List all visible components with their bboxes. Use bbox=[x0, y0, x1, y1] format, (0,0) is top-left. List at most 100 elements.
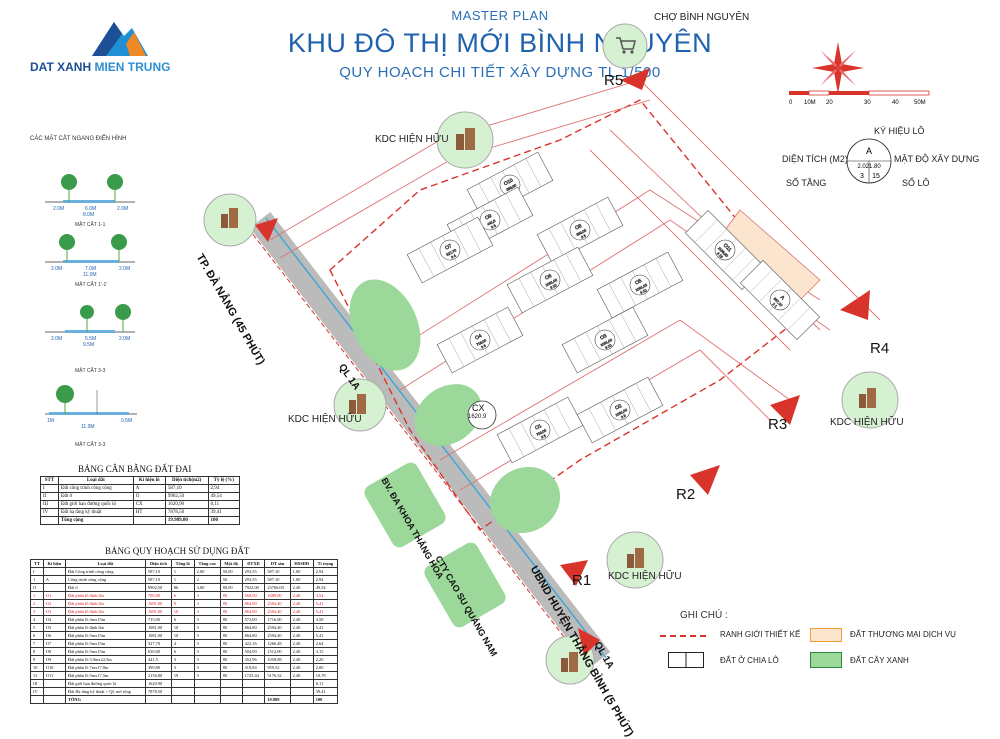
table-cell: 441,5 bbox=[144, 655, 172, 664]
lot-area: 1081,00 bbox=[635, 283, 648, 292]
lot-floors: 3 10 bbox=[550, 283, 558, 290]
svg-text:2.0M: 2.0M bbox=[51, 336, 62, 342]
svg-text:MẶT CẮT 1-1: MẶT CẮT 1-1 bbox=[75, 220, 106, 228]
lot-area: 1081,00 bbox=[600, 338, 613, 347]
table-cell: 19.989 bbox=[264, 695, 291, 704]
svg-text:15: 15 bbox=[872, 173, 880, 180]
table-cell: 587,10 bbox=[144, 575, 172, 584]
table-header: TT bbox=[30, 559, 44, 568]
table-cell: A bbox=[42, 575, 66, 584]
cart-icon bbox=[616, 37, 636, 54]
road-r5-label: R5 bbox=[604, 72, 624, 89]
table-header: STT bbox=[40, 476, 59, 485]
legend-green: ĐẤT CÂY XANH bbox=[850, 656, 909, 665]
table-cell: 11 bbox=[30, 671, 44, 680]
table-cell bbox=[219, 695, 243, 704]
building-icon bbox=[456, 128, 475, 150]
cx-area: 1620.9 bbox=[468, 414, 487, 420]
table-cell: Đất hạ tầng kỹ thuật bbox=[57, 508, 134, 517]
building-icon bbox=[561, 652, 578, 672]
legend-commercial: ĐẤT THƯƠNG MẠI DỊCH VỤ bbox=[850, 630, 956, 639]
svg-text:7.0M: 7.0M bbox=[85, 266, 96, 272]
table-cell: I bbox=[40, 484, 59, 493]
svg-text:5.5M: 5.5M bbox=[85, 336, 96, 342]
table-cell: 6 bbox=[30, 631, 44, 640]
section-2-2: 2.0M 5.5M 2.0M 9.5M MẶT CẮT 3-3 bbox=[45, 304, 135, 374]
table-cell: TỔNG bbox=[64, 695, 146, 704]
svg-text:9.5M: 9.5M bbox=[83, 342, 94, 348]
table-header: Diện tích bbox=[144, 559, 172, 568]
table-cell: O9 bbox=[42, 655, 66, 664]
hospital-zone bbox=[364, 462, 446, 548]
legend: RANH GIỚI THIẾT KẾ ĐẤT THƯƠNG MẠI DỊCH V… bbox=[650, 628, 990, 696]
table-cell: 9902,50 bbox=[144, 583, 172, 592]
table-cell: Công trình công cộng bbox=[64, 575, 146, 584]
table-header: Kí hiệu bbox=[42, 559, 66, 568]
table-cell: O4 bbox=[42, 615, 66, 624]
table-cell bbox=[30, 695, 44, 704]
table-cell: O3 bbox=[42, 607, 66, 616]
table-cell: II bbox=[30, 583, 44, 592]
scale-tick: 0 bbox=[789, 100, 793, 106]
table-cell: Đất phân lô 5,9mx22,5m bbox=[64, 655, 146, 664]
table-cell: Đất phân lô 4mx15m bbox=[64, 615, 146, 624]
section-1-1: 2.0M 6.0M 2.0M 8.0M MẶT CẮT 1-1 bbox=[45, 174, 135, 228]
table-cell: 4 bbox=[30, 615, 44, 624]
table-cell: Đất phân lô 5mx15m bbox=[64, 639, 146, 648]
kdc-label: KDC HIỆN HỮU bbox=[830, 417, 904, 428]
road-r3-label: R3 bbox=[768, 416, 788, 433]
table-cell: O bbox=[132, 492, 166, 501]
lot-code: A bbox=[779, 295, 786, 302]
svg-text:MẶT CẮT 1'-1': MẶT CẮT 1'-1' bbox=[75, 280, 107, 288]
table-cell: Tổng cộng bbox=[57, 516, 134, 525]
plan-subtitle: MASTER PLAN bbox=[451, 8, 549, 23]
table-cell: 1620,90 bbox=[144, 679, 172, 688]
road-arrows bbox=[255, 68, 870, 656]
lot-code: O6 bbox=[544, 273, 553, 282]
table-header: Loại đất bbox=[64, 559, 146, 568]
svg-text:A: A bbox=[866, 146, 872, 156]
lot-floors: 3 9 bbox=[620, 414, 626, 420]
plan-scale-title: QUY HOẠCH CHI TIẾT XÂY DỰNG TL 1/500 bbox=[339, 64, 661, 81]
table-cell: Đất ở bbox=[57, 492, 134, 501]
sections-title: CÁC MẶT CẮT NGANG ĐIỂN HÌNH bbox=[30, 136, 127, 142]
table-cell: O5 bbox=[42, 623, 66, 632]
rubber-company-zone bbox=[424, 542, 506, 628]
table-cell: Đất phân lô định lần bbox=[64, 591, 146, 600]
table-cell: II bbox=[40, 492, 59, 501]
table-cell: 715,00 bbox=[144, 615, 172, 624]
table-cell: CX bbox=[132, 500, 166, 509]
design-boundary bbox=[329, 99, 811, 531]
road-r4-label: R4 bbox=[870, 340, 890, 357]
lot-area: 399,80 bbox=[506, 183, 517, 192]
table-cell: 8 bbox=[30, 647, 44, 656]
table-cell: Đất phân lô định lần bbox=[64, 623, 146, 632]
table-cell: 630,00 bbox=[144, 647, 172, 656]
floors-label: SỐ TẦNG bbox=[786, 178, 827, 188]
density-label: MẬT ĐỘ XÂY DỰNG bbox=[894, 154, 980, 164]
table-cell: 1 bbox=[30, 575, 44, 584]
table-cell: Đất phân lô 5mx15m bbox=[64, 647, 146, 656]
lot-count-label: SỐ LÔ bbox=[902, 178, 930, 188]
lot-code: O11 bbox=[722, 243, 733, 254]
table-cell: 2156,80 bbox=[144, 671, 172, 680]
lot-area: 715,00 bbox=[476, 338, 487, 347]
lot-code: O3 bbox=[599, 333, 608, 342]
table-cell: IV bbox=[40, 508, 59, 517]
legend-boundary: RANH GIỚI THIẾT KẾ bbox=[720, 630, 801, 639]
svg-text:0.5M: 0.5M bbox=[121, 418, 132, 424]
svg-text:2.021.80: 2.021.80 bbox=[857, 164, 881, 170]
table-cell: 1 bbox=[30, 591, 44, 600]
table-cell: III bbox=[40, 500, 59, 509]
